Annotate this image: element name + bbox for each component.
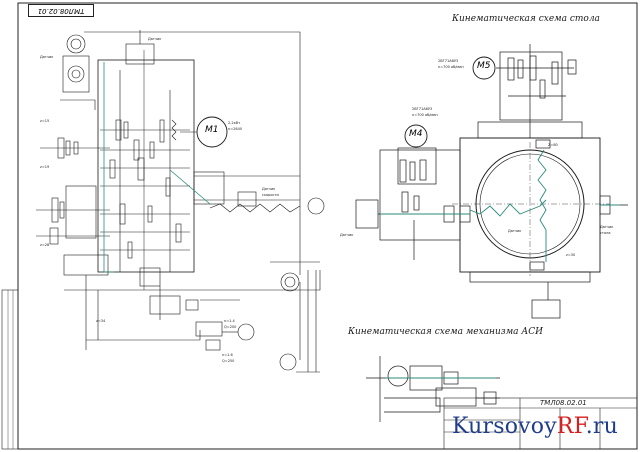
- svg-text:z=19: z=19: [40, 165, 49, 169]
- svg-text:2ВГ71A6У3: 2ВГ71A6У3: [412, 107, 432, 111]
- svg-text:n=1.6: n=1.6: [222, 353, 233, 357]
- main-gearbox-scheme: [36, 30, 325, 373]
- watermark-logo[interactable]: KursovoyRF.ru: [452, 414, 618, 439]
- svg-text:2ВГ71A6У3: 2ВГ71A6У3: [438, 59, 458, 63]
- title-block: [443, 397, 638, 450]
- svg-text:n=1.4: n=1.4: [224, 319, 235, 323]
- svg-text:n=700 об/мин: n=700 об/мин: [438, 65, 464, 69]
- motor-m1-label: M1: [205, 125, 219, 135]
- svg-text:стола: стола: [600, 231, 611, 235]
- svg-text:n=700 об/мин: n=700 об/мин: [412, 113, 438, 117]
- table-scheme: [355, 44, 628, 319]
- svg-text:n=2640: n=2640: [228, 127, 242, 131]
- svg-text:Датчик: Датчик: [40, 55, 53, 59]
- svg-text:Датчик: Датчик: [340, 233, 353, 237]
- svg-text:z=34: z=34: [96, 319, 106, 323]
- svg-text:Q=250: Q=250: [222, 359, 234, 363]
- svg-text:Z=80: Z=80: [548, 143, 558, 147]
- svg-text:скорости: скорости: [262, 193, 279, 197]
- svg-text:z=15: z=15: [40, 119, 49, 123]
- watermark-part1: Kursovoy: [452, 414, 557, 439]
- watermark-part3: .ru: [585, 414, 618, 439]
- drawing-code-rotated: ТМЛ08.02.01: [28, 4, 94, 17]
- stamp-code: ТМЛ08.02.01: [540, 399, 587, 407]
- left-accent-lines: [103, 62, 211, 273]
- svg-text:z=28: z=28: [40, 243, 49, 247]
- svg-text:2.2кВт: 2.2кВт: [228, 121, 240, 125]
- svg-text:z=30: z=30: [566, 253, 575, 257]
- svg-text:Датчик: Датчик: [600, 225, 613, 229]
- motor-m5-label: M5: [477, 61, 491, 71]
- table-scheme-title: Кинематическая схема стола: [452, 14, 600, 24]
- svg-text:Датчик: Датчик: [148, 37, 161, 41]
- table-accent-lines: [380, 149, 620, 262]
- svg-text:Q=200: Q=200: [224, 325, 236, 329]
- svg-text:Датчик: Датчик: [262, 187, 275, 191]
- motor-m4-label: M4: [409, 129, 423, 139]
- svg-text:Датчик: Датчик: [508, 229, 521, 233]
- asi-scheme-title: Кинематическая схема механизма АСИ: [348, 327, 543, 337]
- asi-scheme: [366, 356, 500, 422]
- watermark-part2: RF: [556, 414, 586, 439]
